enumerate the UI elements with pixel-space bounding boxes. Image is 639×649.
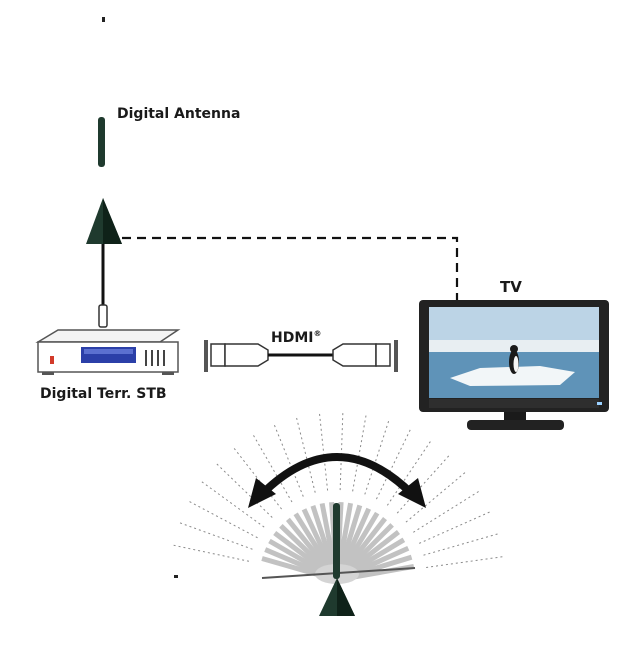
reception-ray-dotted: [396, 453, 452, 514]
reception-ray: [268, 538, 328, 577]
tv-speaker-bar: [429, 399, 599, 408]
reception-ray: [273, 531, 329, 575]
reception-ray-dotted: [413, 489, 482, 533]
reception-ray-dotted: [170, 544, 250, 562]
reception-ray-dotted: [177, 521, 253, 550]
antenna-rod: [98, 117, 105, 167]
tv-neck: [504, 412, 526, 421]
stb-led: [50, 356, 54, 364]
antenna-label: Digital Antenna: [117, 106, 240, 122]
tv-stand: [467, 420, 564, 430]
tv-screen-penguin-head: [510, 345, 518, 353]
set-top-box: [35, 329, 181, 375]
reception-ray-dotted: [405, 470, 468, 523]
hdmi-cable: [204, 340, 398, 372]
reception-ray-dotted: [426, 555, 506, 568]
reception-ray-dotted: [386, 438, 433, 506]
stray-dot: [174, 575, 178, 578]
reception-ray: [279, 524, 331, 574]
reception-ray: [339, 507, 372, 571]
rotating-antenna-rod: [333, 503, 340, 579]
stb-display-highlight: [84, 349, 133, 354]
tv-screen-iceberg: [450, 366, 575, 386]
antenna-to-tv-dashed-link: [122, 236, 459, 300]
reception-ray: [319, 502, 338, 569]
reception-ray-dotted: [339, 410, 344, 491]
stb-foot: [42, 372, 54, 375]
reception-ray: [345, 537, 406, 576]
tv-power-led: [597, 402, 602, 405]
reception-ray-dotted: [272, 422, 304, 497]
reception-ray: [310, 505, 336, 570]
reception-ray: [293, 512, 333, 572]
hdmi-plug-right-body: [332, 343, 377, 367]
reception-ray: [347, 554, 413, 579]
reception-ray: [343, 523, 394, 574]
reception-ray: [346, 545, 410, 578]
rotation-arrowhead-right: [398, 478, 426, 508]
rotating-antenna-base-shade: [337, 578, 355, 616]
tv-screen-penguin-belly: [513, 356, 519, 372]
hdmi-label-text: HDMI: [271, 330, 313, 346]
reception-ray-dotted: [199, 479, 265, 528]
reception-ray-dotted: [419, 510, 493, 544]
television: [419, 300, 609, 430]
reception-ray-dotted: [251, 432, 293, 503]
reception-ray: [301, 508, 335, 571]
reception-ray: [344, 530, 401, 575]
reception-ray-dotted: [231, 445, 282, 510]
stb-foot: [162, 372, 174, 375]
reception-ray-dotted: [423, 532, 501, 556]
tv-label: TV: [500, 278, 522, 296]
rotation-arc: [259, 453, 415, 497]
reception-ray-dotted: [295, 414, 316, 493]
hdmi-label: HDMI®: [271, 329, 321, 346]
hdmi-plug-left-body: [224, 343, 269, 367]
hdmi-end-bracket-right: [394, 340, 398, 372]
reception-ray: [336, 502, 354, 569]
reception-ray-dotted: [352, 412, 368, 492]
antenna-plug: [98, 304, 108, 328]
reception-ray: [285, 517, 332, 573]
reception-ray: [338, 504, 363, 570]
reception-fan: [170, 410, 506, 584]
rotation-arrowhead-left: [248, 478, 276, 508]
stray-dot: [102, 17, 105, 22]
reception-ray-dotted: [376, 426, 412, 500]
reception-ray-dotted: [318, 410, 329, 491]
hdmi-plug-right: [375, 343, 391, 367]
hdmi-end-bracket-left: [204, 340, 208, 372]
stb-top-face: [35, 329, 181, 343]
reception-ray-dotted: [364, 418, 391, 495]
hdmi-registered-mark: ®: [313, 329, 321, 338]
hdmi-plug-left: [210, 343, 226, 367]
reception-ray: [342, 516, 387, 573]
reception-ray-dotted: [214, 461, 273, 518]
rotating-antenna: [261, 503, 416, 616]
antenna-base-shade: [103, 198, 122, 244]
reception-ray: [264, 547, 327, 578]
reception-ray: [341, 511, 380, 572]
digital-antenna: [86, 117, 122, 244]
stb-label: Digital Terr. STB: [40, 386, 167, 402]
reception-ray-dotted: [186, 499, 258, 539]
